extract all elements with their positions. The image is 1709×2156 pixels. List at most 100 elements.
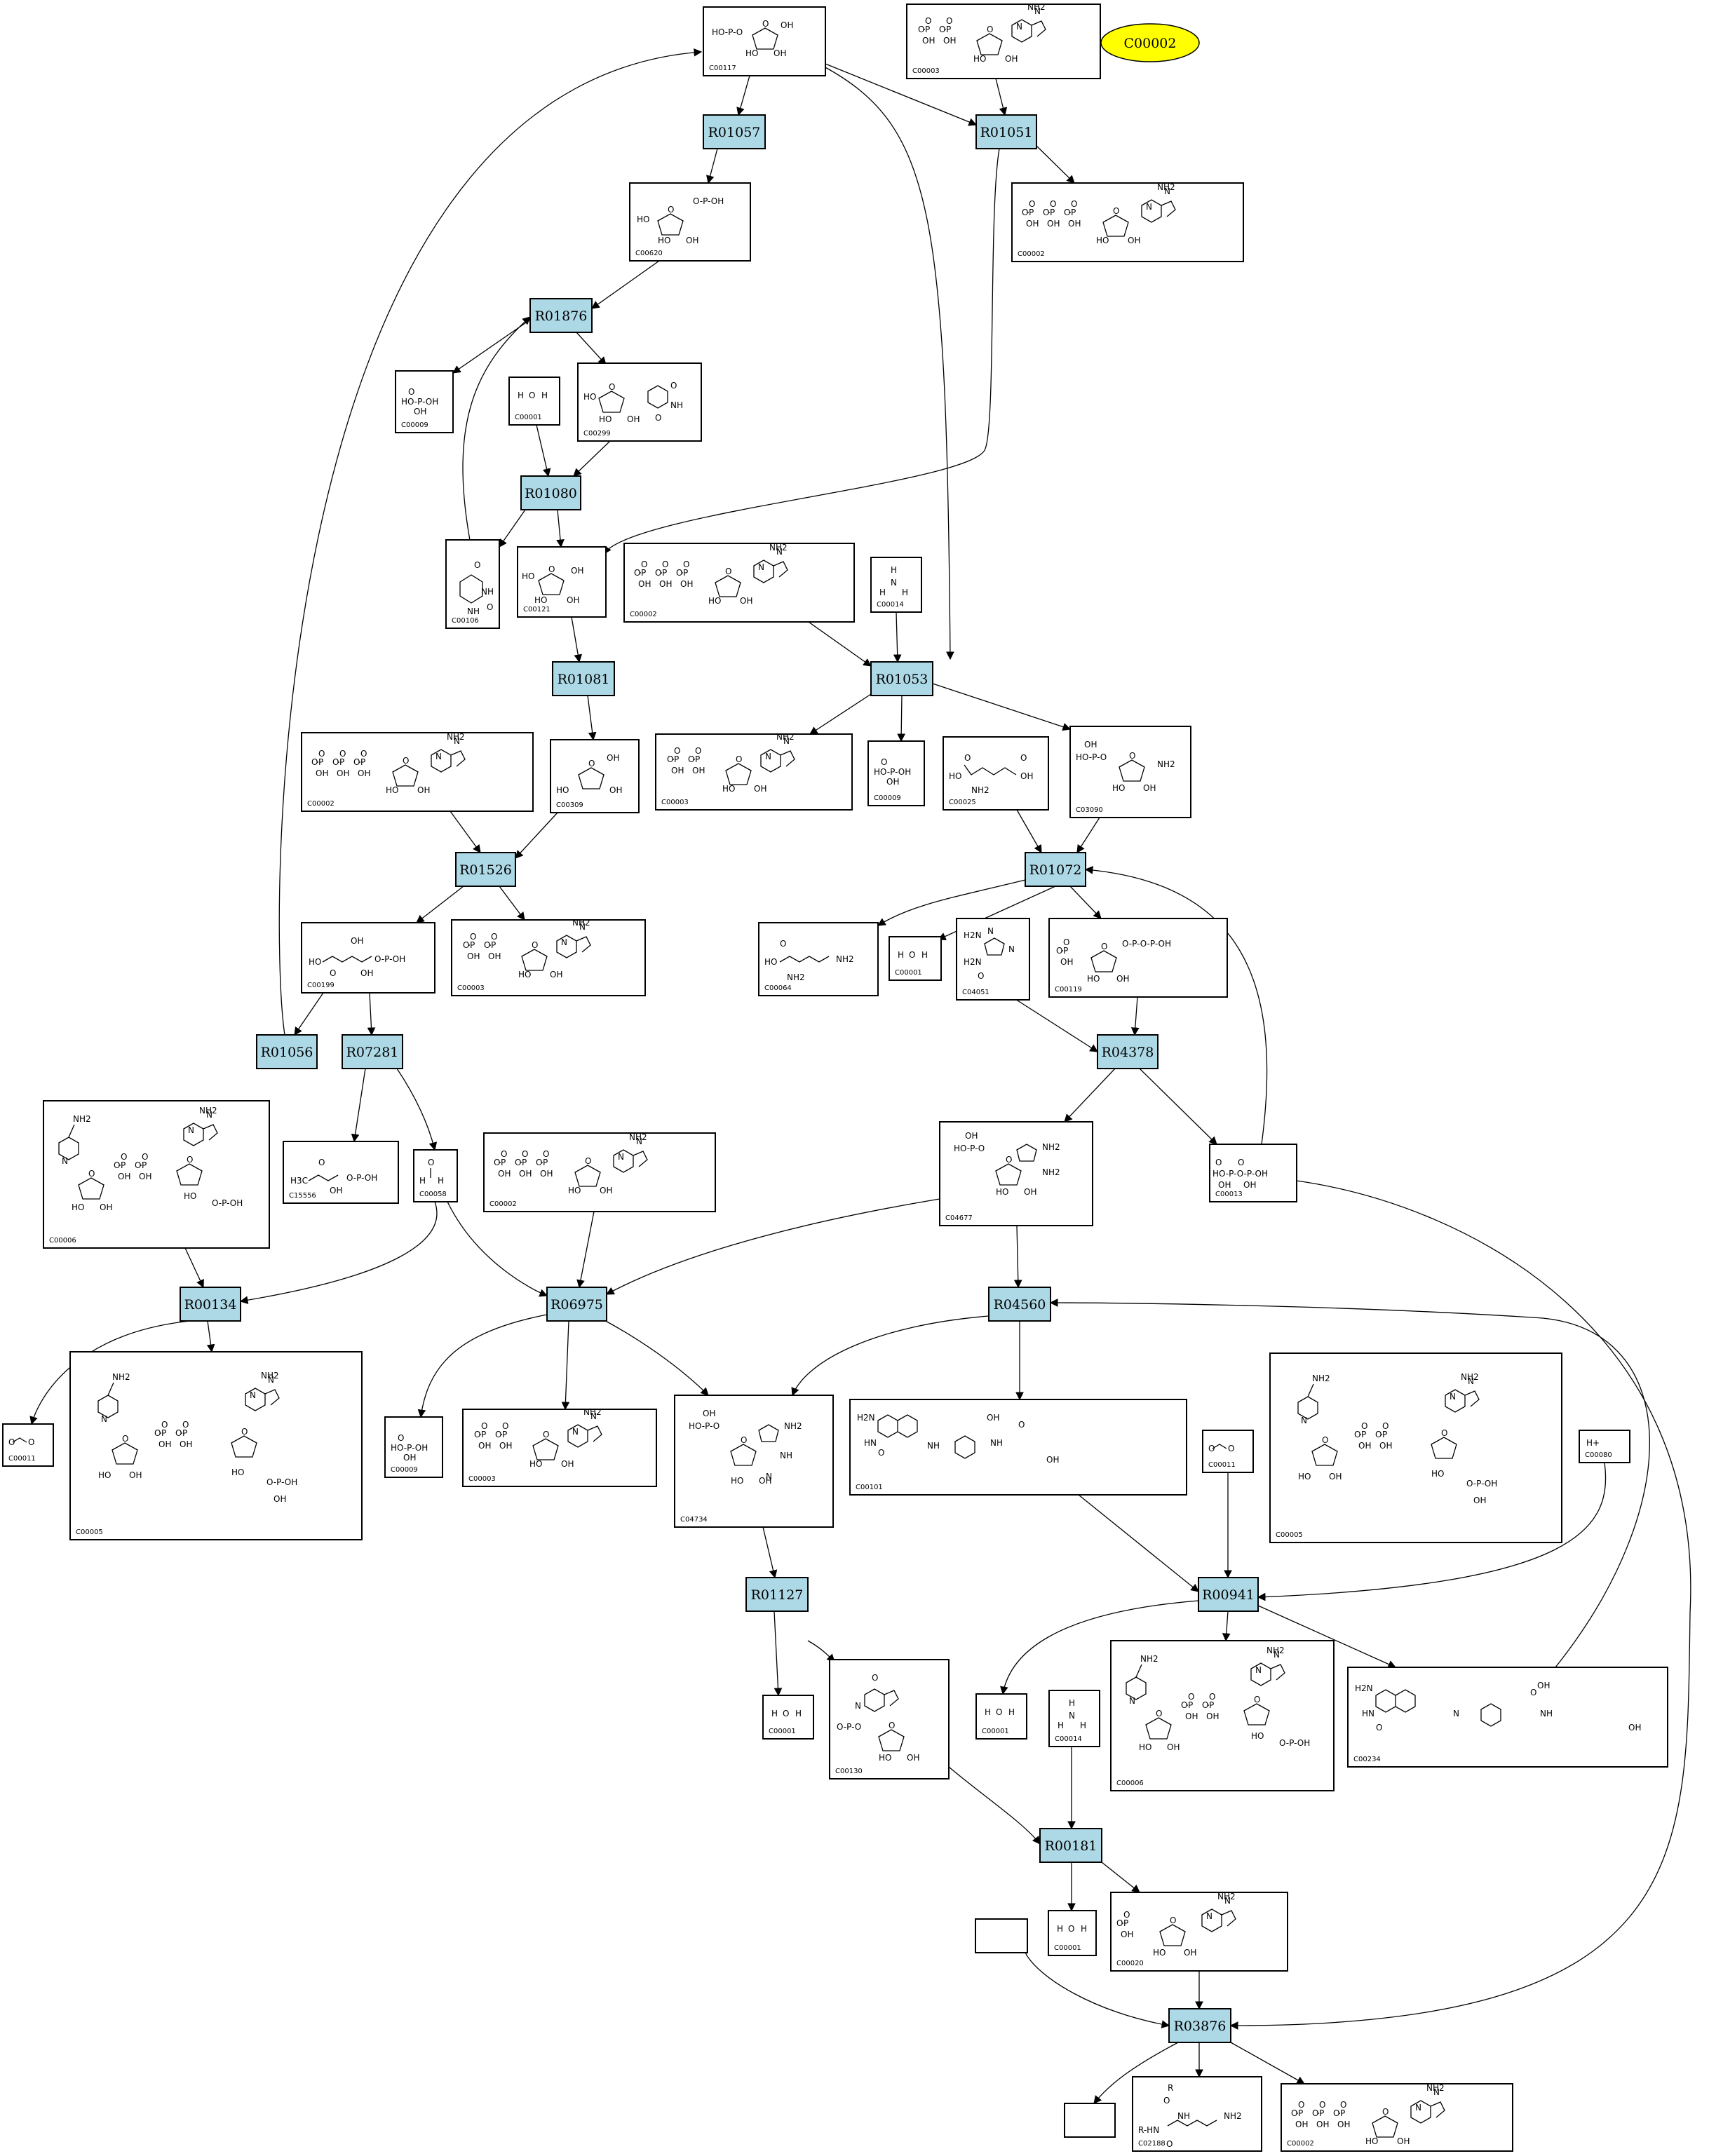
reaction-node-r01080[interactable]: R01080 <box>520 475 581 510</box>
reaction-node-r01081[interactable]: R01081 <box>552 661 615 696</box>
struct-text: O <box>939 25 945 34</box>
reaction-node-r00181[interactable]: R00181 <box>1039 1828 1102 1863</box>
reaction-node-r01051[interactable]: R01051 <box>975 114 1037 149</box>
struct-text: OH <box>1316 2120 1329 2129</box>
compound-node-c_hplus[interactable]: H+C00080 <box>1579 1430 1630 1463</box>
struct-text: O <box>634 568 640 578</box>
reaction-node-r06975[interactable]: R06975 <box>546 1287 607 1322</box>
struct-text: NH2 <box>1157 182 1175 192</box>
struct-text: OH <box>1185 1711 1198 1721</box>
struct-text: HO <box>98 1470 111 1480</box>
reaction-node-r01072[interactable]: R01072 <box>1025 852 1086 887</box>
struct-text: NH2 <box>73 1114 91 1124</box>
reaction-node-r01127[interactable]: R01127 <box>745 1577 809 1612</box>
structure-drawing: H+ <box>1586 1438 1600 1448</box>
reaction-node-r00134[interactable]: R00134 <box>180 1287 241 1322</box>
compound-box <box>758 922 879 996</box>
struct-text: P <box>491 940 496 950</box>
reaction-node-r01053[interactable]: R01053 <box>870 661 933 696</box>
struct-bond <box>725 763 752 785</box>
struct-text: OH <box>403 1453 416 1463</box>
reaction-node-r04560[interactable]: R04560 <box>988 1287 1051 1322</box>
reaction-node-r01876[interactable]: R01876 <box>529 298 593 333</box>
struct-text: OH <box>273 1494 286 1504</box>
compound-box <box>508 377 560 426</box>
reaction-node-r01057[interactable]: R01057 <box>703 114 766 149</box>
reaction-node-r04378[interactable]: R04378 <box>1097 1034 1159 1069</box>
reaction-node-r07281[interactable]: R07281 <box>342 1034 403 1069</box>
reaction-box <box>529 298 593 333</box>
reaction-node-r00941[interactable]: R00941 <box>1198 1577 1259 1612</box>
highlight-node[interactable]: C00002 <box>1100 23 1200 62</box>
edge-arrow-42 <box>184 1247 204 1289</box>
struct-text: HO <box>1153 1948 1166 1958</box>
reaction-node-r01526[interactable]: R01526 <box>455 852 516 887</box>
struct-text: O <box>121 1152 127 1162</box>
struct-text: N <box>1415 2103 1421 2113</box>
compound-id: C00199 <box>307 982 335 989</box>
compound-box <box>1347 1667 1668 1768</box>
edge-arrow-73 <box>1230 2042 1306 2084</box>
reaction-node-r01056[interactable]: R01056 <box>256 1034 318 1069</box>
compound-node-c_blank_2[interactable] <box>1064 2103 1116 2138</box>
reaction-node-r03876[interactable]: R03876 <box>1168 2008 1231 2043</box>
struct-text: NH2 <box>1426 2083 1445 2093</box>
struct-text: NH2 <box>1266 1646 1285 1655</box>
struct-text: HO <box>973 54 986 64</box>
struct-text: N <box>783 736 790 746</box>
struct-bond <box>1372 2115 1398 2138</box>
compound-node-c_blank_1[interactable] <box>975 1918 1028 1953</box>
struct-text: HO <box>1298 1472 1311 1482</box>
